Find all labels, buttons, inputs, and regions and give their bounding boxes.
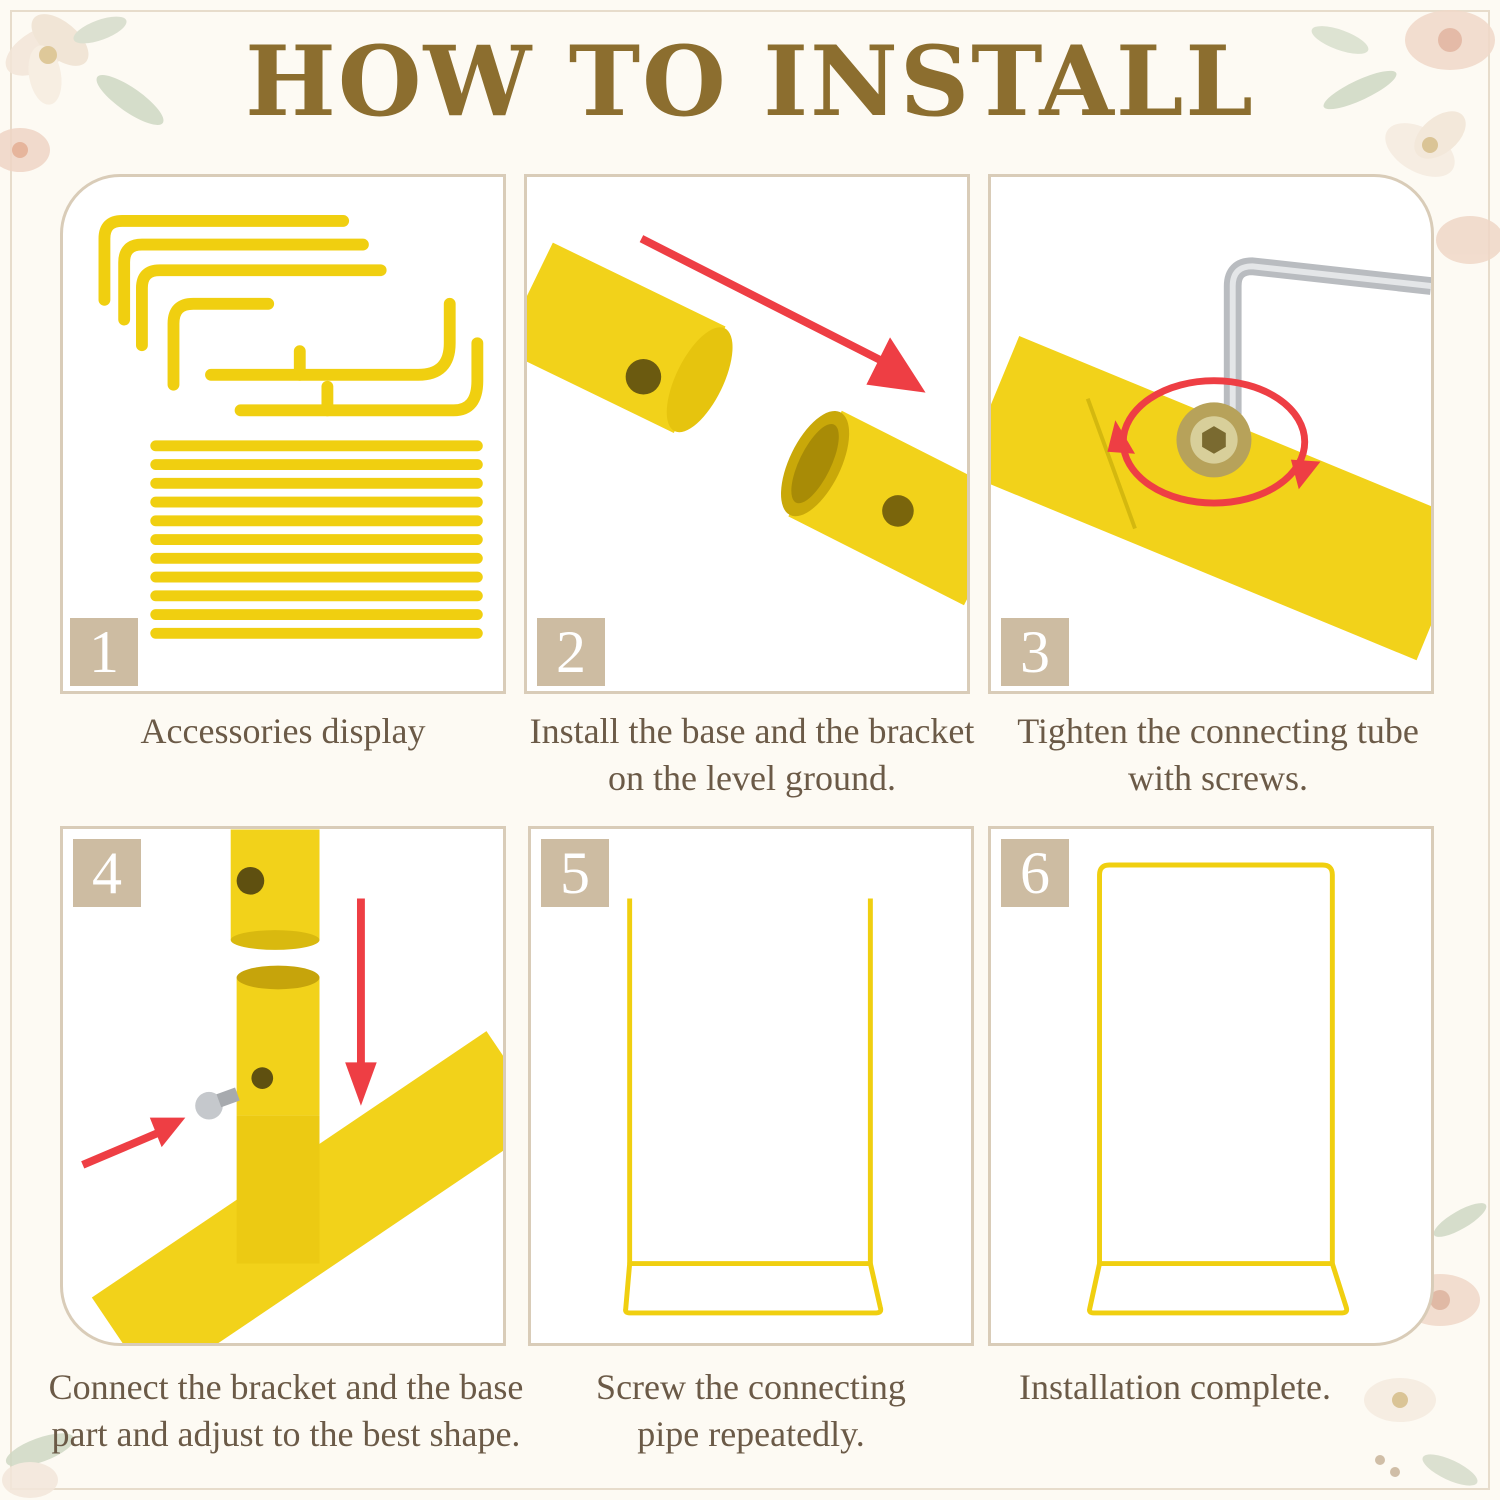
step-6-caption: Installation complete. [960, 1364, 1390, 1411]
step-5-panel: 5 [528, 826, 974, 1346]
flower-icon [2, 1433, 75, 1498]
screw-tighten-illustration [991, 257, 1431, 661]
partial-frame-illustration [623, 898, 884, 1316]
hex-key-icon [1223, 257, 1431, 415]
arrow-icon [639, 235, 926, 393]
arrow-icon [81, 898, 377, 1169]
caption-line: pipe repeatedly. [637, 1414, 865, 1454]
flower-icon [1311, 10, 1500, 264]
step-number: 2 [537, 618, 605, 686]
caption-line: with screws. [1128, 758, 1308, 798]
caption-line: Accessories display [140, 711, 426, 751]
step-number: 3 [1001, 618, 1069, 686]
flower-icon [0, 14, 164, 172]
step-number: 6 [1001, 839, 1069, 907]
step-4-caption: Connect the bracket and the base part an… [40, 1364, 532, 1458]
step-6-panel: 6 [988, 826, 1434, 1346]
step-1-caption: Accessories display [60, 708, 506, 755]
step-number: 5 [541, 839, 609, 907]
complete-frame-illustration [1087, 862, 1350, 1316]
tube-joint-illustration [527, 235, 967, 606]
caption-line: Installation complete. [1019, 1367, 1331, 1407]
caption-line: Connect the bracket and the base [48, 1367, 524, 1407]
step-3-panel: 3 [988, 174, 1434, 694]
accessories-illustration [98, 214, 484, 639]
page-title: HOW TO INSTALL [245, 25, 1255, 138]
step-1-panel: 1 [60, 174, 506, 694]
screw-icon [195, 1087, 240, 1120]
step-4-panel: 4 [60, 826, 506, 1346]
screw-icon [1176, 402, 1252, 478]
caption-line: Tighten the connecting tube [1017, 711, 1419, 751]
page-border [10, 10, 1490, 1490]
caption-line: Screw the connecting [596, 1367, 906, 1407]
bracket-base-illustration [81, 829, 503, 1343]
caption-line: Install the base and the bracket [529, 711, 975, 751]
step-number: 4 [73, 839, 141, 907]
caption-line: on the level ground. [608, 758, 896, 798]
step-3-caption: Tighten the connecting tube with screws. [988, 708, 1448, 802]
step-5-caption: Screw the connecting pipe repeatedly. [528, 1364, 974, 1458]
caption-line: part and adjust to the best shape. [51, 1414, 521, 1454]
step-2-caption: Install the base and the bracket on the … [510, 708, 994, 802]
step-2-panel: 2 [524, 174, 970, 694]
step-number: 1 [70, 618, 138, 686]
